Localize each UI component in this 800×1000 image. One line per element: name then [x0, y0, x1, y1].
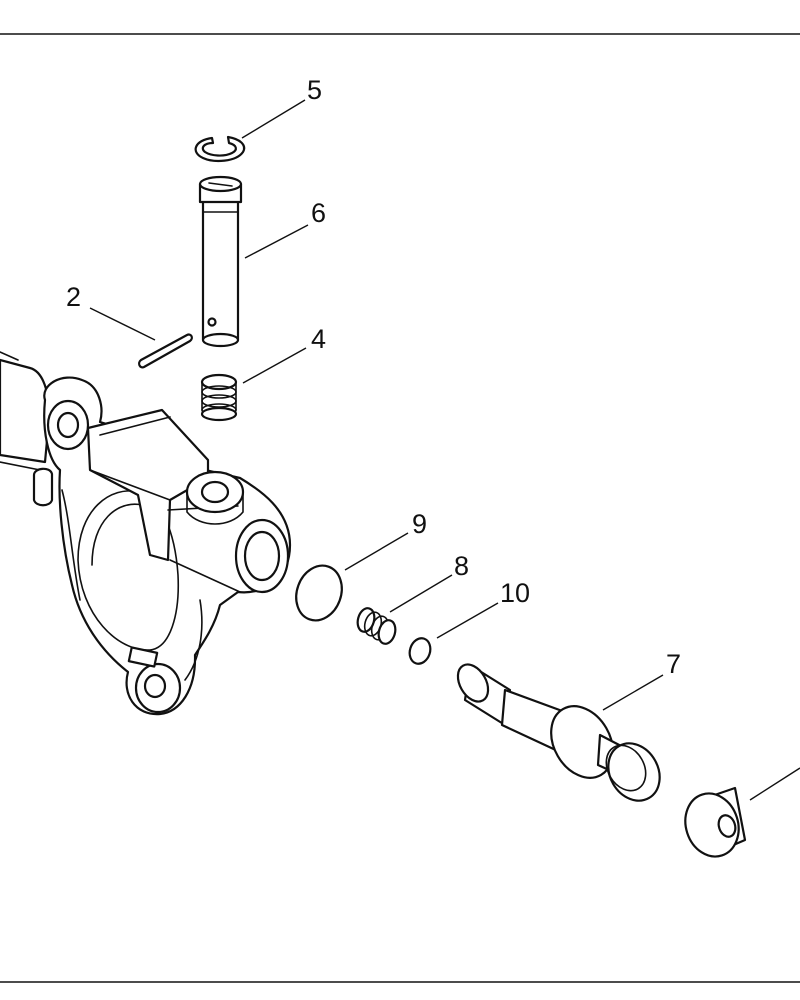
- part-6-pin-shaft: [198, 175, 243, 348]
- callout-5: 5: [307, 75, 322, 105]
- leader-bushing: [749, 767, 800, 801]
- part-5-retaining-clip: [194, 135, 246, 163]
- part-4-coil-spring: [200, 373, 238, 422]
- part-bushing: [684, 786, 747, 858]
- part-8-small-spring: [356, 607, 397, 645]
- callout-4: 4: [311, 324, 326, 354]
- part-7-valve-stem: [456, 663, 661, 802]
- part-10-o-ring-small: [408, 637, 432, 665]
- callout-6: 6: [311, 198, 326, 228]
- callout-9: 9: [412, 509, 427, 539]
- callout-7: 7: [666, 649, 681, 679]
- main-housing: [0, 351, 292, 716]
- callout-10: 10: [500, 578, 530, 608]
- leader-10: [436, 602, 499, 639]
- leader-8: [389, 574, 453, 613]
- part-2-roll-pin: [138, 333, 193, 369]
- callout-2: 2: [66, 282, 81, 312]
- leader-7: [602, 674, 664, 711]
- callout-8: 8: [454, 551, 469, 581]
- leader-9: [344, 532, 409, 571]
- leader-5: [241, 99, 306, 139]
- part-9-o-ring-large: [295, 564, 343, 622]
- leader-6: [244, 224, 309, 259]
- leader-4: [242, 347, 307, 384]
- leader-2: [89, 307, 156, 341]
